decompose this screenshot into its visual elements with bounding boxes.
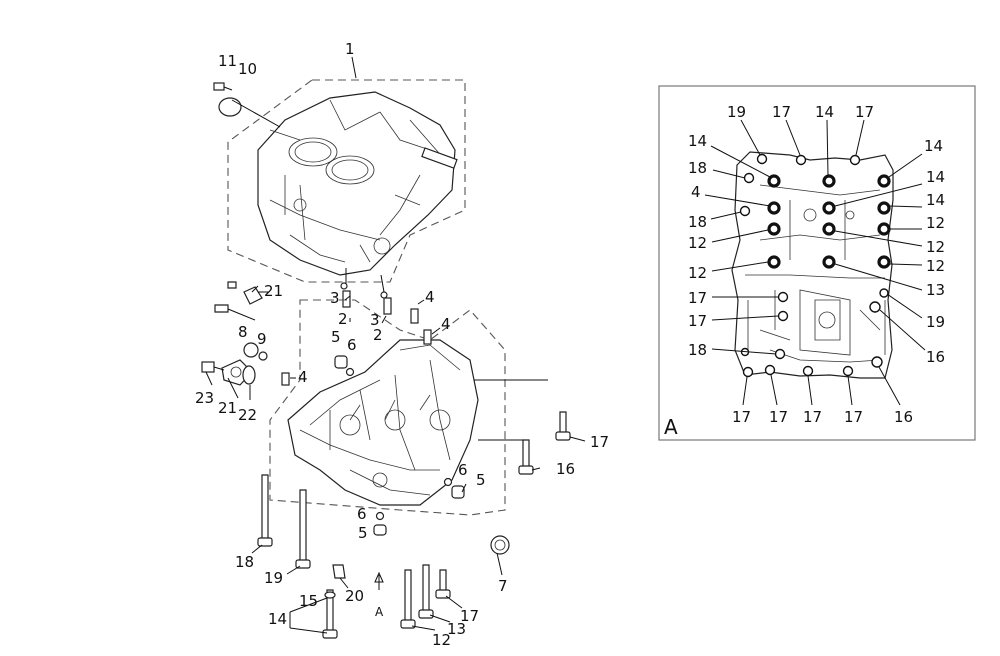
inset-callout-17-bottom-b: 17: [769, 408, 788, 426]
callout-9: 9: [257, 330, 267, 348]
left-fittings: [201, 281, 268, 386]
seals-5-6: [334, 355, 465, 536]
inset-view-label: A: [664, 415, 678, 439]
callout-8: 8: [238, 323, 248, 341]
lower-crankcase: [287, 339, 479, 506]
inset-callout-12-left-a: 12: [688, 234, 707, 252]
callout-6a: 6: [347, 336, 357, 354]
callout-3a: 3: [330, 289, 340, 307]
upper-crankcase-assembly: [227, 79, 466, 283]
inset-callout-16-right: 16: [926, 348, 945, 366]
inset-callout-19-right: 19: [926, 313, 945, 331]
inset-callout-13-right: 13: [926, 281, 945, 299]
inset-callout-14-left: 14: [688, 132, 707, 150]
callout-6c: 6: [357, 505, 367, 523]
callout-4a: 4: [425, 288, 435, 306]
inset-callout-17-bottom-a: 17: [732, 408, 751, 426]
lower-crankcase-assembly: [269, 299, 506, 516]
inset-callout-17-left-a: 17: [688, 289, 707, 307]
inset-callout-17-bottom-c: 17: [803, 408, 822, 426]
inset-callout-18-left-c: 18: [688, 341, 707, 359]
callout-5b: 5: [476, 471, 486, 489]
inset-callout-17-top-b: 17: [855, 103, 874, 121]
callout-13: 13: [447, 620, 466, 638]
inset-callout-18-left-a: 18: [688, 159, 707, 177]
callout-3b: 3: [370, 311, 380, 329]
crankcase-underside: [731, 151, 894, 379]
callout-7: 7: [498, 577, 508, 595]
callout-15: 15: [299, 592, 318, 610]
inset-callout-12-right-b: 12: [926, 238, 945, 256]
callout-6b: 6: [458, 461, 468, 479]
plug-and-bolt: [213, 82, 281, 128]
inset-callout-16-bottom: 16: [894, 408, 913, 426]
callout-17b: 17: [460, 607, 479, 625]
callout-2b: 2: [373, 326, 383, 344]
inset-callout-4-left: 4: [691, 183, 701, 201]
inset-callout-12-right-a: 12: [926, 214, 945, 232]
callout-17a: 17: [590, 433, 609, 451]
callout-18: 18: [235, 553, 254, 571]
inset-callout-17-bottom-d: 17: [844, 408, 863, 426]
inset-callout-12-right-c: 12: [926, 257, 945, 275]
callout-21a: 21: [264, 282, 283, 300]
inset-callout-17-left-b: 17: [688, 312, 707, 330]
callout-21b: 21: [218, 399, 237, 417]
main-leader-lines: [205, 56, 586, 634]
inset-callout-14-top: 14: [815, 103, 834, 121]
arrow-a-label: A: [375, 605, 384, 619]
callout-22: 22: [238, 406, 257, 424]
inset-callout-14-right-c: 14: [926, 191, 945, 209]
callout-14: 14: [268, 610, 287, 628]
callout-1: 1: [345, 40, 355, 58]
inset-callout-14-right-a: 14: [924, 137, 943, 155]
callout-16: 16: [556, 460, 575, 478]
callout-4b: 4: [441, 315, 451, 333]
callout-5c: 5: [358, 524, 368, 542]
inset-callout-18-left-b: 18: [688, 213, 707, 231]
callout-5a: 5: [331, 328, 341, 346]
main-callout-labels: 1 11 10 3 2 3 2 21 4 4 8 9 5 6 4 23 21 2…: [195, 40, 609, 649]
callout-10: 10: [238, 60, 257, 78]
inset-callout-12-left-b: 12: [688, 264, 707, 282]
inset-callout-19-top: 19: [727, 103, 746, 121]
inset-callout-14-right-b: 14: [926, 168, 945, 186]
callout-11: 11: [218, 52, 237, 70]
dowels-4: [281, 299, 441, 386]
callout-19: 19: [264, 569, 283, 587]
callout-12: 12: [432, 631, 451, 649]
plug-7: [490, 535, 510, 576]
inset-view-a: 19 17 14 17 14 18 4 18 12 12 17 17 18 14…: [658, 85, 976, 441]
callout-2a: 2: [338, 310, 348, 328]
callout-4c: 4: [298, 368, 308, 386]
callout-23: 23: [195, 389, 214, 407]
callout-20: 20: [345, 587, 364, 605]
inset-callout-17-top-a: 17: [772, 103, 791, 121]
